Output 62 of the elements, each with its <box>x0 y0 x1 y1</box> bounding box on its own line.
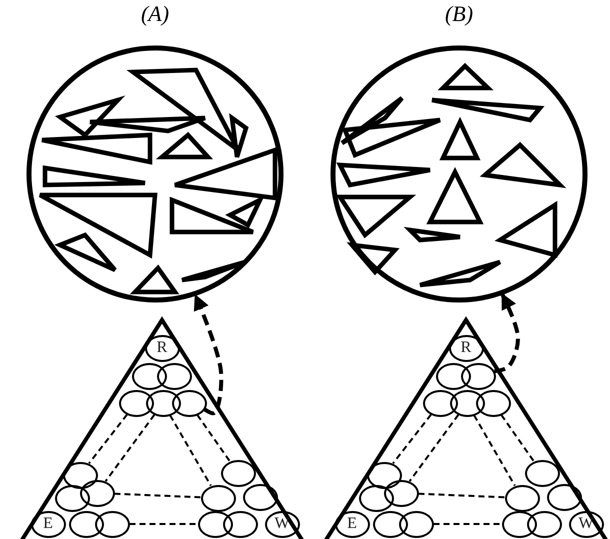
ellipse <box>146 390 180 416</box>
arrow <box>494 293 520 374</box>
triangle-frame <box>322 318 610 539</box>
circle-frame <box>331 6 587 304</box>
panel-heading: (A) <box>140 2 170 26</box>
ellipse <box>220 460 256 486</box>
dashed-line <box>130 523 198 525</box>
ellipse <box>526 510 562 538</box>
ellipse <box>436 362 470 390</box>
ellipse <box>200 484 236 512</box>
ellipse <box>502 510 536 538</box>
dashed-line <box>500 414 534 462</box>
dashed-line <box>434 523 502 525</box>
ellipse <box>94 510 130 538</box>
ellipse <box>504 484 540 512</box>
dashed-line <box>169 414 212 486</box>
ellipse <box>62 462 98 488</box>
ellipse <box>372 510 408 538</box>
ellipse <box>358 484 394 512</box>
ellipse <box>450 390 484 416</box>
ellipse-label: R <box>460 340 472 356</box>
labeled-ellipse <box>264 510 300 538</box>
ellipse <box>198 510 232 538</box>
ellipse-label: E <box>347 516 357 532</box>
ellipse <box>476 390 510 416</box>
dashed-line <box>196 414 230 462</box>
ellipse <box>172 390 206 416</box>
dashed-line <box>392 414 432 464</box>
dashed-line <box>88 414 128 464</box>
dashed-line <box>114 492 201 498</box>
circle-frame <box>27 6 283 304</box>
triangle-frame <box>18 318 306 539</box>
ellipse <box>422 390 458 416</box>
ellipse <box>460 362 496 390</box>
ellipse-label: E <box>43 516 53 532</box>
ellipse-label: W <box>578 516 594 532</box>
ellipse <box>546 484 582 510</box>
ellipse <box>242 484 278 510</box>
ellipse <box>366 462 402 488</box>
labeled-ellipse <box>334 510 370 538</box>
dashed-line <box>104 414 156 482</box>
ellipse <box>132 362 166 390</box>
ellipse-label: R <box>156 340 168 356</box>
dashed-line <box>473 414 516 486</box>
labeled-ellipse <box>30 510 66 538</box>
ellipse <box>156 362 192 390</box>
panel-heading: (B) <box>444 2 474 26</box>
ellipse <box>384 480 418 506</box>
labeled-ellipse <box>448 334 484 362</box>
ellipse <box>398 510 434 538</box>
ellipse <box>54 484 90 512</box>
ellipse <box>80 480 114 506</box>
ellipse <box>524 460 560 486</box>
ellipse <box>118 390 154 416</box>
labeled-ellipse <box>568 510 604 538</box>
dashed-line <box>408 414 460 482</box>
ellipse <box>222 510 258 538</box>
ellipse <box>68 510 104 538</box>
arrow <box>194 294 224 416</box>
dashed-line <box>418 492 505 498</box>
labeled-ellipse <box>144 334 180 362</box>
ellipse-label: W <box>274 516 290 532</box>
